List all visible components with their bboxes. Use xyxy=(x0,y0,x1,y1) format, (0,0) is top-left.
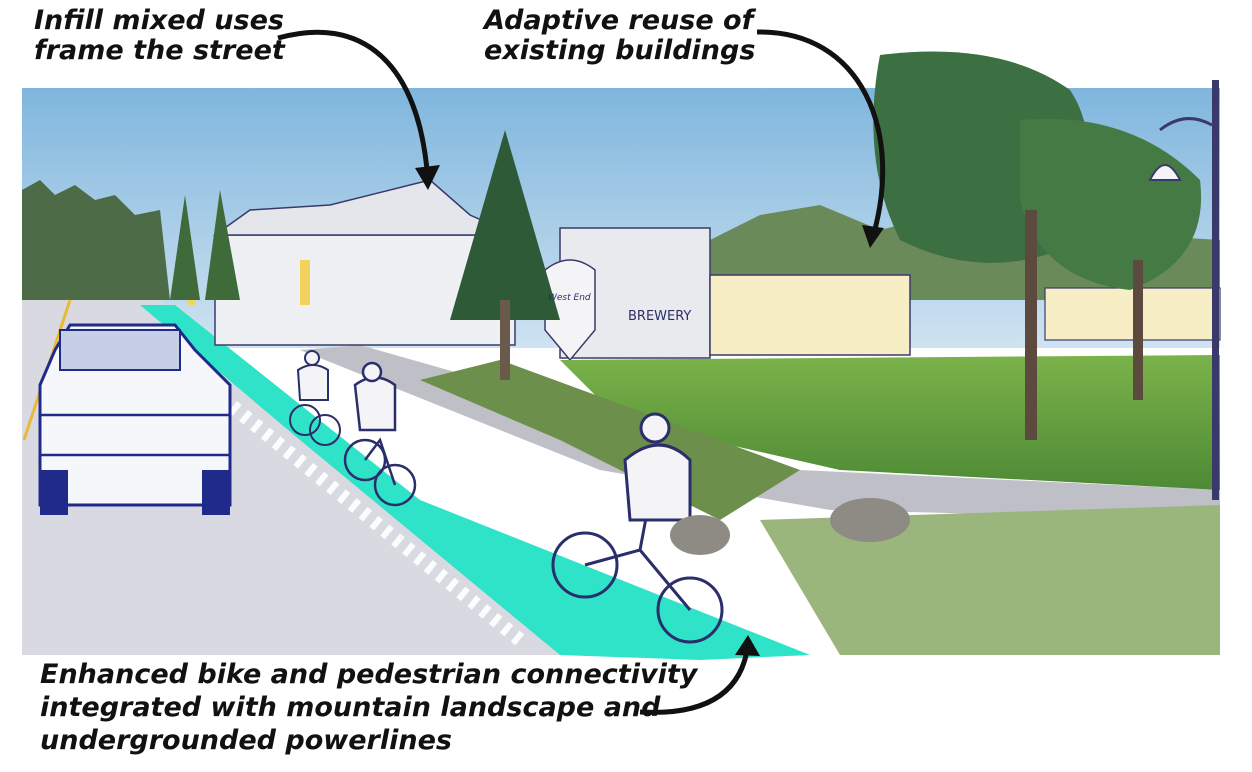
arrow-adaptive-head xyxy=(862,225,884,248)
bike-lane xyxy=(140,305,810,660)
shrub-bed xyxy=(420,360,800,520)
callout-adaptive-line-1: Adaptive reuse of xyxy=(484,5,754,36)
large-pine-trees xyxy=(873,51,1202,440)
callout-connectivity-line-1: Enhanced bike and pedestrian connectivit… xyxy=(40,659,698,690)
evergreen-trees xyxy=(170,130,560,380)
cyclist-back xyxy=(289,350,341,446)
arrow-connectivity xyxy=(639,644,751,715)
arrow-infill-head xyxy=(415,165,440,190)
boulder xyxy=(670,515,730,555)
arrow-adaptive xyxy=(756,29,886,241)
callout-connectivity-line-2: integrated with mountain landscape and xyxy=(40,692,661,724)
callout-connectivity: Enhanced bike and pedestrian connectivit… xyxy=(40,658,697,758)
brewery-tank xyxy=(544,259,596,362)
callout-infill-line-1: Infill mixed uses xyxy=(34,5,284,36)
arrow-infill xyxy=(277,29,431,183)
wildflower-planting xyxy=(760,505,1220,655)
cyclist-middle xyxy=(343,361,417,507)
callout-connectivity-line-3: undergrounded powerlines xyxy=(40,725,452,757)
brewery-sign: BREWERY xyxy=(628,309,691,324)
callout-infill-line-2: frame the street xyxy=(34,35,285,67)
cyclist-front xyxy=(551,412,724,644)
lawn xyxy=(560,355,1220,490)
boulder xyxy=(830,498,910,542)
arrow-connectivity-head xyxy=(735,635,760,656)
callout-infill: Infill mixed uses frame the street xyxy=(34,5,285,67)
callout-adaptive: Adaptive reuse of existing buildings xyxy=(484,5,756,67)
pickup-truck xyxy=(38,323,232,515)
tank-logo: West End xyxy=(548,293,591,303)
forest-left xyxy=(22,180,170,300)
callout-adaptive-line-2: existing buildings xyxy=(484,35,756,67)
street-lamp xyxy=(1148,80,1219,500)
